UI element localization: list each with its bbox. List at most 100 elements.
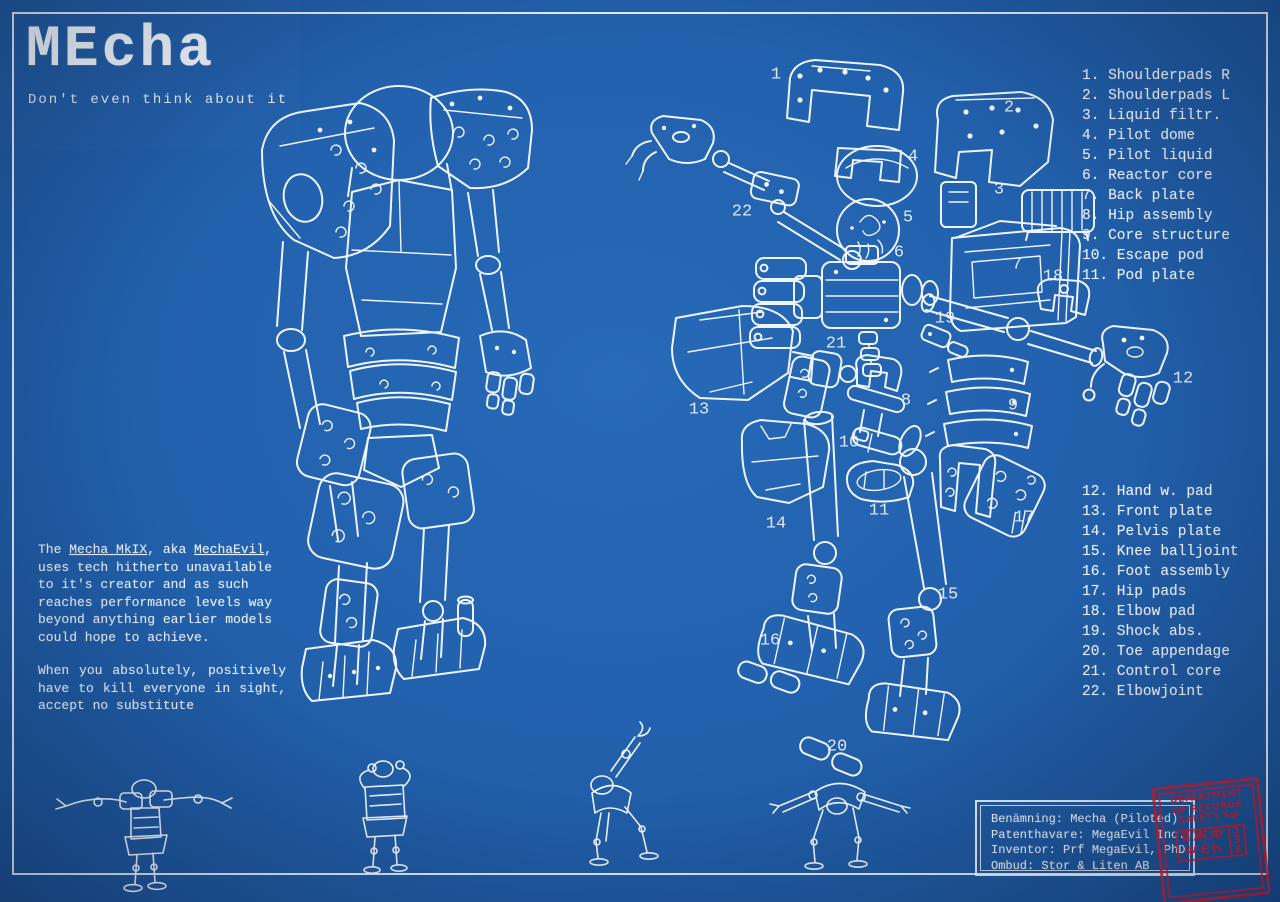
page-tagline: Don't even think about it bbox=[28, 92, 289, 108]
exploded-arm-to-hand bbox=[920, 293, 1104, 367]
exploded-part-2-shoulderpad-l bbox=[934, 91, 1054, 187]
description-paragraph: The Mecha MkIX, aka MechaEvil, uses tech… bbox=[38, 541, 286, 646]
parts-list-item: 9. Core structure bbox=[1082, 228, 1230, 244]
exploded-part-number-4: 4 bbox=[908, 147, 918, 166]
description-text: The bbox=[38, 542, 70, 557]
records-department-stamp: DEPARTMENT OF RECORDS SAFETY SØ ЯЖФ ѰЄҺ … bbox=[1151, 776, 1271, 902]
parts-list-item: 22. Elbowjoint bbox=[1082, 684, 1204, 700]
parts-list-item: 6. Reactor core bbox=[1082, 168, 1213, 184]
exploded-part-11-pod-plate bbox=[846, 460, 915, 503]
stamp-digit-column: 1 3 8 bbox=[1227, 824, 1246, 856]
exploded-part-4-pilot-dome bbox=[836, 145, 918, 207]
exploded-part-number-17: 17 bbox=[1014, 508, 1034, 527]
page-title: MEcha bbox=[26, 18, 216, 83]
exploded-part-18-elbow-pad bbox=[1036, 278, 1091, 316]
parts-list-item: 11. Pod plate bbox=[1082, 268, 1196, 284]
exploded-part-number-11: 11 bbox=[869, 501, 889, 520]
exploded-view-drawing bbox=[625, 59, 1171, 777]
description-text: , aka bbox=[147, 542, 195, 557]
parts-list-item: 5. Pilot liquid bbox=[1082, 148, 1213, 164]
exploded-part-number-6: 6 bbox=[894, 243, 904, 262]
parts-list-12-22: 12. Hand w. pad 13. Front plate 14. Pelvis… bbox=[1082, 482, 1268, 702]
exploded-part-number-7: 7 bbox=[1012, 255, 1022, 274]
parts-list-item: 3. Liquid filtr. bbox=[1082, 108, 1222, 124]
exploded-part-14-pelvis-plate bbox=[740, 419, 831, 504]
exploded-part-12-hand bbox=[1082, 325, 1171, 427]
title-block-patent-holder: Patenthavare: MegaEvil Inc. bbox=[991, 827, 1186, 842]
stamp-glyph-grid: ЯЖФ ѰЄҺ 1 3 8 bbox=[1174, 822, 1248, 863]
pose-sketch-arms-up bbox=[359, 760, 411, 874]
title-block-inner: Benämning: Mecha (Piloted) Patenthavare:… bbox=[980, 805, 1190, 873]
exploded-part-number-20: 20 bbox=[827, 737, 847, 756]
parts-list-item: 13. Front plate bbox=[1082, 504, 1213, 520]
exploded-part-number-22: 22 bbox=[732, 202, 752, 221]
exploded-part-22-elbowjoint-arm bbox=[625, 115, 862, 270]
parts-list-item: 7. Back plate bbox=[1082, 188, 1196, 204]
exploded-part-number-1: 1 bbox=[771, 65, 781, 84]
exploded-part-number-9: 9 bbox=[1008, 396, 1018, 415]
parts-list-item: 19. Shock abs. bbox=[1082, 624, 1204, 640]
exploded-part-10-escape-pod bbox=[851, 425, 922, 457]
exploded-part-number-2: 2 bbox=[1004, 98, 1014, 117]
drawing-title-block: Benämning: Mecha (Piloted) Patenthavare:… bbox=[975, 800, 1195, 876]
exploded-part-number-15: 15 bbox=[938, 585, 958, 604]
robot-head-dome bbox=[344, 85, 454, 181]
parts-list-item: 20. Toe appendage bbox=[1082, 644, 1230, 660]
exploded-part-9-core-structure bbox=[925, 354, 1033, 449]
exploded-part-number-8: 8 bbox=[901, 391, 911, 410]
parts-list-item: 16. Foot assembly bbox=[1082, 564, 1230, 580]
assembled-robot-drawing bbox=[261, 85, 535, 702]
underlined-model-name: Mecha MkIX bbox=[69, 542, 148, 557]
title-block-designation: Benämning: Mecha (Piloted) bbox=[991, 812, 1179, 826]
parts-list-item: 17. Hip pads bbox=[1082, 584, 1187, 600]
pose-sketch-bowing bbox=[769, 782, 911, 870]
exploded-part-number-5: 5 bbox=[903, 208, 913, 227]
exploded-part-number-13: 13 bbox=[689, 400, 709, 419]
exploded-spine-column bbox=[858, 331, 882, 377]
underlined-alias: MechaEvil bbox=[194, 542, 265, 557]
parts-list-item: 15. Knee balljoint bbox=[1082, 544, 1239, 560]
stamp-digit: 8 bbox=[1234, 843, 1243, 856]
pose-sketches bbox=[55, 721, 911, 893]
exploded-part-number-16: 16 bbox=[760, 631, 780, 650]
exploded-part-number-3: 3 bbox=[994, 180, 1004, 199]
parts-list-item: 21. Control core bbox=[1082, 664, 1222, 680]
exploded-part-19-shock-absorber bbox=[920, 323, 969, 358]
description-text: , uses tech hitherto unavailable to it's… bbox=[38, 542, 273, 645]
exploded-part-number-14: 14 bbox=[766, 514, 786, 533]
stamp-glyph-row: ѰЄҺ bbox=[1183, 840, 1226, 860]
exploded-part-1-shoulderpad-r bbox=[786, 59, 905, 183]
title-block-agent: Ombud: Stor & Liten AB bbox=[991, 858, 1150, 873]
pose-sketch-t-pose bbox=[55, 779, 233, 893]
parts-list-item: 14. Pelvis plate bbox=[1082, 524, 1222, 540]
parts-list-item: 4. Pilot dome bbox=[1082, 128, 1196, 144]
parts-list-item: 1. Shoulderpads R bbox=[1082, 68, 1230, 84]
exploded-part-20-toe-appendage bbox=[799, 682, 961, 777]
parts-list-item: 10. Escape pod bbox=[1082, 248, 1204, 264]
exploded-right-leg-column bbox=[887, 448, 947, 697]
stamp-inner-border: DEPARTMENT OF RECORDS SAFETY SØ ЯЖФ ѰЄҺ … bbox=[1157, 783, 1265, 899]
exploded-part-number-21: 21 bbox=[826, 334, 846, 353]
parts-list-item: 2. Shoulderpads L bbox=[1082, 88, 1230, 104]
parts-list-item: 12. Hand w. pad bbox=[1082, 484, 1213, 500]
slogan-paragraph: When you absolutely, positively have to … bbox=[38, 663, 286, 713]
exploded-part-3-liquid-filter bbox=[940, 181, 1095, 241]
pose-sketch-arm-raised bbox=[589, 721, 659, 866]
exploded-part-number-10: 10 bbox=[839, 433, 859, 452]
exploded-part-8-hip-assembly bbox=[846, 354, 906, 443]
parts-list-1-11: 1. Shoulderpads R 2. Shoulderpads L 3. Liq… bbox=[1082, 66, 1268, 286]
parts-list-item: 18. Elbow pad bbox=[1082, 604, 1196, 620]
exploded-part-number-18: 18 bbox=[1043, 267, 1063, 286]
stamp-glyphs: ЯЖФ ѰЄҺ bbox=[1177, 826, 1231, 861]
exploded-part-21-control-core bbox=[749, 257, 807, 349]
exploded-part-number-19: 19 bbox=[935, 309, 955, 328]
parts-list-item: 8. Hip assembly bbox=[1082, 208, 1213, 224]
title-block-inventor: Inventor: Prf MegaEvil, PhD bbox=[991, 843, 1186, 857]
exploded-part-16-foot bbox=[737, 614, 865, 694]
exploded-part-number-12: 12 bbox=[1173, 369, 1193, 388]
exploded-part-17-hip-pads bbox=[938, 444, 1046, 538]
exploded-left-leg-column bbox=[783, 355, 843, 651]
